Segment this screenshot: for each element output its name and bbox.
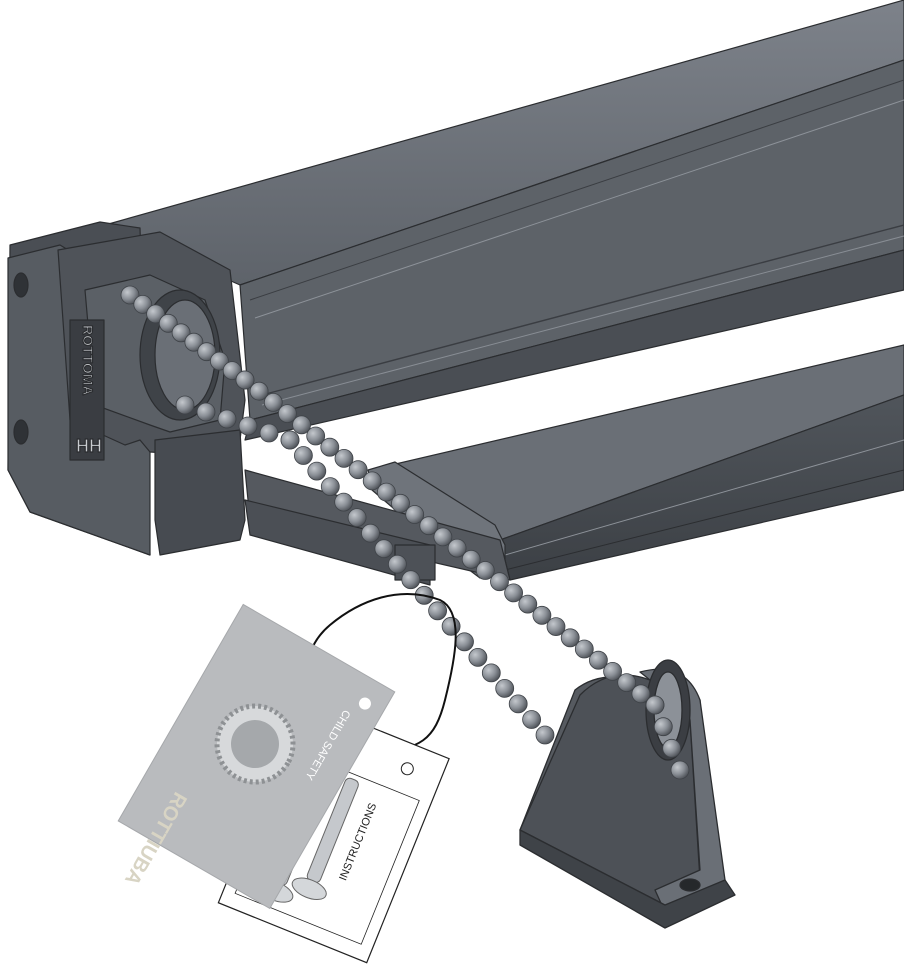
chain-bead — [662, 738, 682, 758]
chain-bead — [374, 539, 394, 559]
chain-bead — [428, 601, 448, 621]
chain-bead — [197, 342, 217, 362]
chain-bead — [645, 695, 665, 715]
chain-bead — [447, 538, 467, 558]
chain-bead — [249, 381, 269, 401]
chain-bead — [348, 460, 368, 480]
chain-bead — [133, 294, 153, 314]
chain-bead — [263, 392, 283, 412]
chain-bead — [376, 482, 396, 502]
chain-bead — [293, 446, 313, 465]
chain-bead — [546, 617, 566, 636]
chain-bead — [455, 632, 474, 652]
chain-bead — [405, 505, 425, 524]
tensioner-screw-hole — [679, 878, 701, 892]
chain-bead — [461, 549, 481, 569]
chain-bead — [631, 684, 651, 704]
chain-bead — [120, 285, 140, 305]
chain-bead — [238, 416, 258, 436]
chain-bead — [209, 351, 229, 371]
chain-bead — [320, 477, 340, 497]
chain-bead — [603, 662, 622, 681]
headrail: ROTTOMA HH — [7, 0, 904, 586]
chain-bead — [653, 717, 673, 737]
chain-bead — [306, 426, 326, 446]
chain-bead — [259, 423, 279, 443]
chain-bead — [146, 304, 166, 324]
chain-bead — [495, 679, 515, 698]
chain-bead — [475, 561, 495, 580]
chain-bead — [217, 409, 237, 429]
chain-bead — [222, 361, 242, 381]
chain-bead — [508, 694, 528, 714]
chain-bead — [184, 332, 204, 352]
chain-bead — [347, 508, 367, 527]
chain-bead — [481, 663, 501, 683]
chain-bead — [518, 594, 538, 614]
chain-bead — [617, 673, 637, 692]
chain-bead — [277, 404, 297, 424]
bead-chain — [120, 285, 690, 780]
chain-bead — [334, 492, 354, 512]
chain-bead — [361, 523, 380, 543]
chain-bead — [158, 313, 178, 333]
chain-bead — [362, 471, 382, 491]
chain-bead — [391, 493, 410, 513]
chain-bead — [535, 725, 555, 745]
instructions-tag-hole — [400, 762, 414, 776]
chain-bead — [468, 648, 488, 667]
chain-bead — [280, 430, 300, 450]
mount-hole-top — [13, 272, 29, 298]
chain-bead — [522, 710, 541, 729]
chain-bead — [175, 395, 195, 415]
chain-bead — [235, 370, 255, 390]
chain-bead — [589, 650, 608, 670]
chain-bead — [334, 448, 354, 468]
chain-bead — [171, 323, 191, 343]
tensioner-base — [519, 829, 736, 929]
logo-plate — [69, 319, 105, 461]
chain-bead — [307, 461, 327, 481]
chain-bead — [441, 616, 461, 636]
clutch-lower-block — [154, 429, 246, 556]
chain-bead — [419, 516, 439, 536]
chain-bead — [196, 402, 216, 422]
chain-bead — [532, 605, 552, 625]
chain-bead — [433, 527, 453, 547]
chain-bead — [320, 437, 340, 457]
chain-bead — [387, 554, 407, 574]
chain-bead — [401, 570, 421, 590]
logo-mark: HH — [76, 436, 102, 456]
chain-bead — [292, 415, 312, 435]
mount-hole-bottom — [13, 419, 29, 445]
chain-tensioner — [519, 659, 736, 929]
logo-text: ROTTOMA — [80, 325, 96, 396]
chain-bead — [560, 628, 580, 648]
chain-bead — [490, 572, 509, 592]
chain-bead — [504, 583, 523, 603]
child-safety-tag-hole — [358, 697, 371, 710]
chain-bead — [574, 639, 594, 659]
chain-bead — [670, 760, 690, 780]
